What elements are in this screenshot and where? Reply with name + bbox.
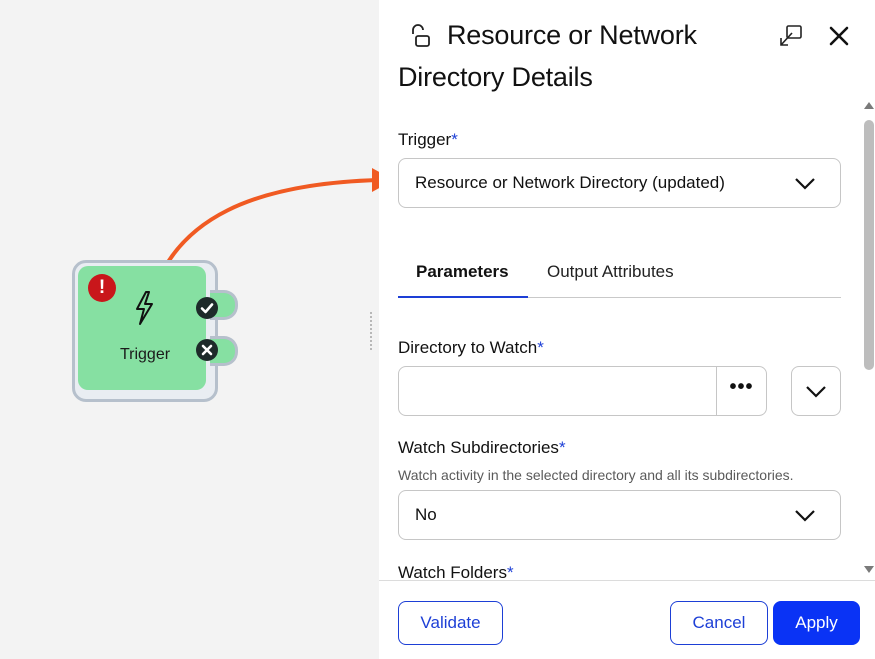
scroll-down-arrow-icon[interactable] xyxy=(864,566,874,573)
chevron-down-icon xyxy=(795,178,815,190)
tab-bar: Parameters Output Attributes xyxy=(398,248,841,298)
workflow-canvas[interactable]: Trigger ! xyxy=(0,0,394,659)
panel-title: Resource or Network xyxy=(447,20,697,50)
directory-to-watch-input[interactable]: ••• xyxy=(398,366,767,416)
apply-button[interactable]: Apply xyxy=(773,601,860,645)
trigger-node-label: Trigger xyxy=(119,346,171,363)
tab-parameters[interactable]: Parameters xyxy=(416,262,509,281)
error-badge-icon[interactable]: ! xyxy=(88,274,116,302)
popout-icon[interactable] xyxy=(779,24,803,48)
panel-title-continued: Directory Details xyxy=(398,62,593,92)
active-tab-indicator xyxy=(398,296,528,298)
validate-button[interactable]: Validate xyxy=(398,601,503,645)
chevron-down-icon xyxy=(795,510,815,522)
check-circle-icon[interactable] xyxy=(196,297,218,319)
cancel-button[interactable]: Cancel xyxy=(670,601,768,645)
watch-subdirectories-select[interactable]: No xyxy=(398,490,841,540)
panel-resize-handle[interactable] xyxy=(367,310,375,350)
panel-form: Trigger* Resource or Network Directory (… xyxy=(379,100,875,580)
details-panel: Resource or Network Directory Details Tr… xyxy=(379,0,875,659)
node-port-bump-bottom xyxy=(210,336,238,366)
panel-scrollbar[interactable] xyxy=(863,100,875,580)
directory-options-dropdown[interactable] xyxy=(791,366,841,416)
x-circle-icon[interactable] xyxy=(196,339,218,361)
chevron-down-icon xyxy=(806,386,826,398)
panel-footer: Validate Cancel Apply xyxy=(379,580,875,659)
trigger-field-label: Trigger* xyxy=(398,130,458,149)
unlock-icon[interactable] xyxy=(409,24,431,48)
watch-folders-label: Watch Folders* xyxy=(398,563,514,580)
watch-subdirectories-value: No xyxy=(415,505,437,524)
browse-button[interactable]: ••• xyxy=(716,367,766,415)
directory-to-watch-label: Directory to Watch* xyxy=(398,338,544,357)
watch-subdirectories-help: Watch activity in the selected directory… xyxy=(398,467,794,483)
scrollbar-thumb[interactable] xyxy=(864,120,874,370)
close-icon[interactable] xyxy=(828,24,850,48)
trigger-select-value: Resource or Network Directory (updated) xyxy=(415,173,725,192)
trigger-select[interactable]: Resource or Network Directory (updated) xyxy=(398,158,841,208)
lightning-bolt-icon xyxy=(136,291,153,325)
scroll-up-arrow-icon[interactable] xyxy=(864,102,874,109)
tab-output-attributes[interactable]: Output Attributes xyxy=(547,262,674,281)
watch-subdirectories-label: Watch Subdirectories* xyxy=(398,438,566,457)
